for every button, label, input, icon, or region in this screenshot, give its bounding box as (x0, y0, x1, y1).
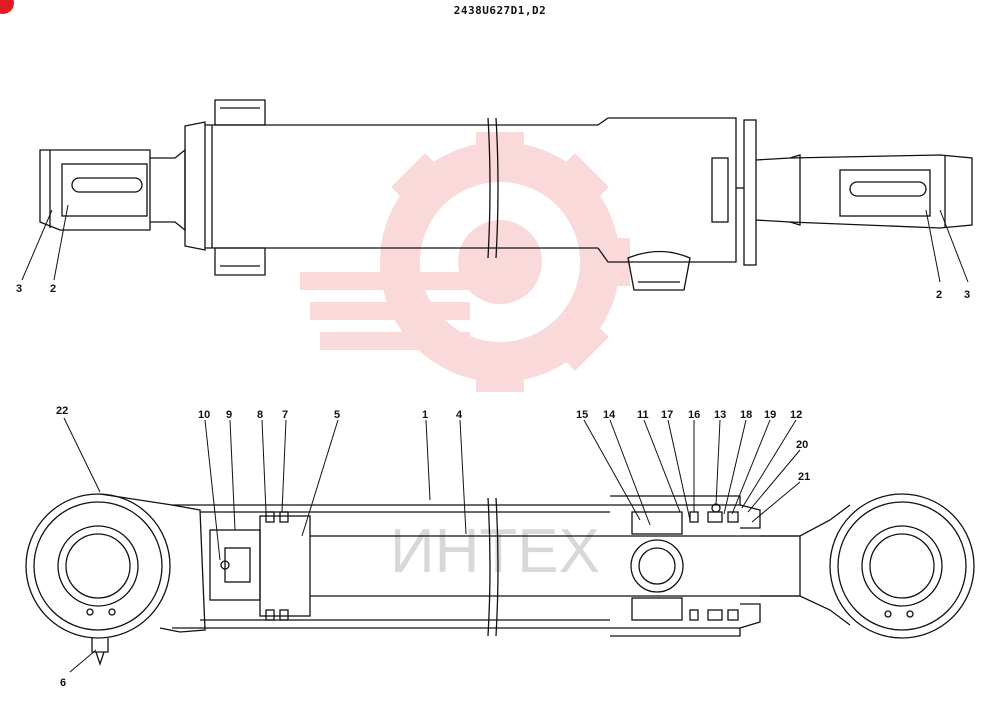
callout-2-right: 2 (936, 289, 942, 301)
callout-18: 18 (740, 409, 752, 421)
callout-9: 9 (226, 409, 232, 421)
watermark-gear-icon (300, 132, 630, 392)
gland-bottom (610, 603, 761, 637)
top-view (39, 99, 973, 291)
callout-7: 7 (282, 409, 288, 421)
callout-22: 22 (56, 405, 68, 417)
gland-top (610, 495, 761, 529)
section-leaders (63, 417, 801, 673)
left-eye-outline (39, 149, 151, 231)
left-eye-ring (25, 493, 171, 639)
callout-12: 12 (790, 409, 802, 421)
callout-10: 10 (198, 409, 210, 421)
drawing-title: 2438U627D1,D2 (453, 4, 547, 17)
callout-1: 1 (422, 409, 428, 421)
right-eye-ring (829, 493, 975, 639)
barrel-left-cap (184, 121, 206, 251)
section-view (25, 493, 975, 667)
gland-bolt-circle (630, 539, 684, 593)
callout-15: 15 (576, 409, 588, 421)
callout-17: 17 (661, 409, 673, 421)
cylinder-head (597, 117, 737, 263)
callout-11: 11 (637, 409, 649, 421)
callout-5: 5 (334, 409, 340, 421)
head-port (627, 250, 691, 291)
watermark-text: ИНТЕХ (390, 517, 600, 586)
callout-14: 14 (603, 409, 616, 421)
corner-badge-icon (0, 0, 14, 14)
top-leaders (21, 204, 969, 283)
callout-8: 8 (257, 409, 263, 421)
break-line-a (487, 117, 491, 259)
piston (259, 515, 311, 617)
callout-19: 19 (764, 409, 776, 421)
callout-3-right: 3 (964, 289, 970, 301)
callout-16: 16 (688, 409, 700, 421)
bottom-port-1 (214, 247, 266, 276)
section-callouts: 22 10 9 8 7 5 1 4 15 14 11 17 16 13 18 1… (56, 405, 810, 689)
left-pin-slot (71, 177, 143, 193)
callout-21: 21 (798, 471, 810, 483)
callout-13: 13 (714, 409, 726, 421)
break-line-b (487, 497, 491, 637)
callout-3-left: 3 (16, 283, 22, 295)
callout-20: 20 (796, 439, 808, 451)
grease-fitting (91, 638, 109, 653)
callout-6: 6 (60, 677, 66, 689)
top-callouts: 3 2 2 3 (16, 283, 970, 301)
gland-flange (743, 119, 757, 266)
callout-2-left: 2 (50, 283, 56, 295)
callout-4: 4 (456, 409, 463, 421)
right-pin-slot (849, 181, 927, 197)
top-port-1 (214, 99, 266, 126)
